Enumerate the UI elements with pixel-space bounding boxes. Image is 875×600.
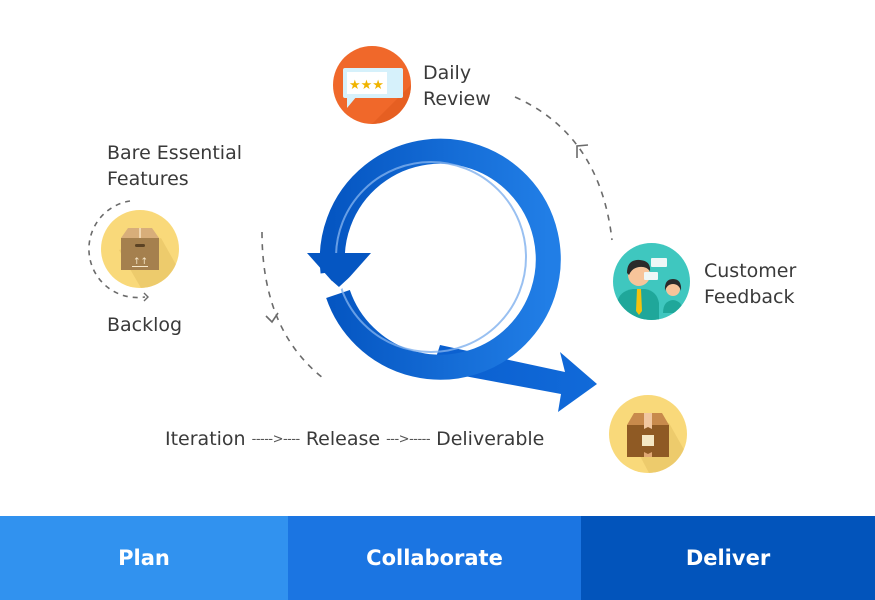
svg-text:↑↑: ↑↑ xyxy=(133,257,148,267)
flow-item-release: Release xyxy=(305,428,381,450)
dashed-arrowhead-icon xyxy=(143,292,149,302)
flow-connector: ----->---- xyxy=(251,432,301,447)
daily-review-line1: Daily xyxy=(423,62,472,84)
backlog-label: Backlog xyxy=(107,314,183,336)
shipping-box-icon xyxy=(627,413,687,473)
cardboard-box-icon: ↑↑ xyxy=(119,228,179,288)
phase-plan: Plan xyxy=(0,516,288,600)
phase-collaborate-label: Collaborate xyxy=(366,546,503,570)
bare-essential-features-label: Bare Essential Features xyxy=(107,140,242,192)
daily-review-line2: Review xyxy=(423,88,491,110)
daily-review-icon: ★★★ xyxy=(333,46,411,124)
phase-plan-label: Plan xyxy=(118,546,170,570)
flow-item-deliverable: Deliverable xyxy=(436,428,545,450)
bare-essential-line2: Features xyxy=(107,168,189,190)
customer-feedback-label: Customer Feedback xyxy=(704,258,796,310)
iteration-release-deliverable-flow: Iteration ----->---- Release --->----- D… xyxy=(165,426,544,453)
customer-feedback-line2: Feedback xyxy=(704,286,795,308)
daily-review-label: Daily Review xyxy=(423,60,491,112)
phase-deliver: Deliver xyxy=(581,516,875,600)
customer-feedback-line1: Customer xyxy=(704,260,797,282)
people-chat-icon xyxy=(617,258,683,320)
bare-essential-line1: Bare Essential xyxy=(107,142,242,164)
phase-deliver-label: Deliver xyxy=(685,546,771,570)
flow-connector: --->----- xyxy=(386,432,431,447)
flow-item-iteration: Iteration xyxy=(165,428,246,450)
review-stars-speech-bubble-icon: ★★★ xyxy=(343,68,411,124)
deliverable-box-icon xyxy=(609,395,687,473)
dashed-connector-review-feedback xyxy=(514,96,613,241)
customer-feedback-icon xyxy=(613,243,690,320)
dashed-connector-features xyxy=(261,231,324,379)
dashed-connector-backlog xyxy=(88,200,149,302)
svg-text:★★★: ★★★ xyxy=(349,78,384,93)
circular-arrow-icon xyxy=(307,138,597,412)
phase-collaborate: Collaborate xyxy=(288,516,581,600)
backlog-icon: ↑↑ xyxy=(101,210,179,288)
dashed-arrowhead-icon xyxy=(265,312,279,324)
dashed-arrowhead-icon xyxy=(576,144,589,158)
